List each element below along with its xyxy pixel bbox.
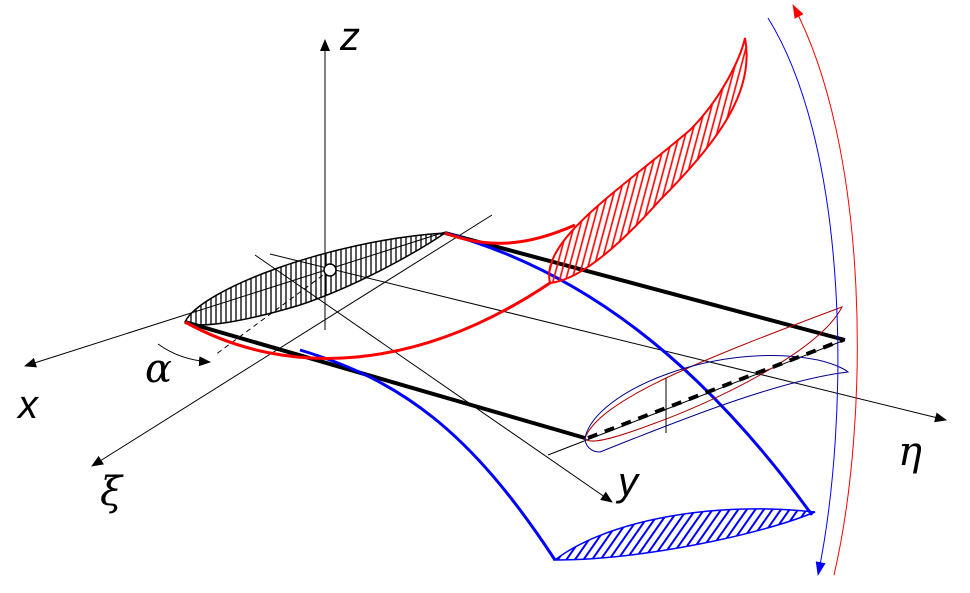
- alpha-angle-arc: [157, 343, 211, 367]
- blue-outline-airfoil: [584, 355, 850, 453]
- red-outline-airfoil: [584, 306, 844, 442]
- blue-rotation-arrow: [767, 17, 839, 576]
- label-x: x: [16, 383, 40, 427]
- leading-edge-line: [184, 320, 586, 440]
- chord-dashed-line: [587, 338, 844, 440]
- eta-axis: [269, 253, 947, 423]
- red-trailing-edge-curve: [444, 223, 576, 245]
- blue-trailing-edge-curve: [444, 231, 814, 516]
- xi-axis: [91, 214, 493, 467]
- label-alpha: α: [145, 346, 172, 392]
- red-hatched-airfoil: [548, 37, 748, 285]
- pitch-axis-point: [323, 263, 337, 277]
- trailing-edge-line: [444, 231, 846, 342]
- blue-hatched-airfoil: [552, 508, 816, 561]
- axes: [24, 39, 947, 503]
- dashed-projection: [214, 269, 331, 356]
- label-xi: ξ: [100, 469, 124, 515]
- label-eta: η: [898, 429, 922, 475]
- red-leading-edge-curve: [184, 281, 551, 360]
- label-z: z: [339, 15, 360, 59]
- reference-airfoil: [184, 232, 448, 326]
- red-rotation-arrow: [792, 4, 858, 576]
- label-y: y: [615, 460, 641, 504]
- blue-leading-edge-curve: [299, 348, 557, 561]
